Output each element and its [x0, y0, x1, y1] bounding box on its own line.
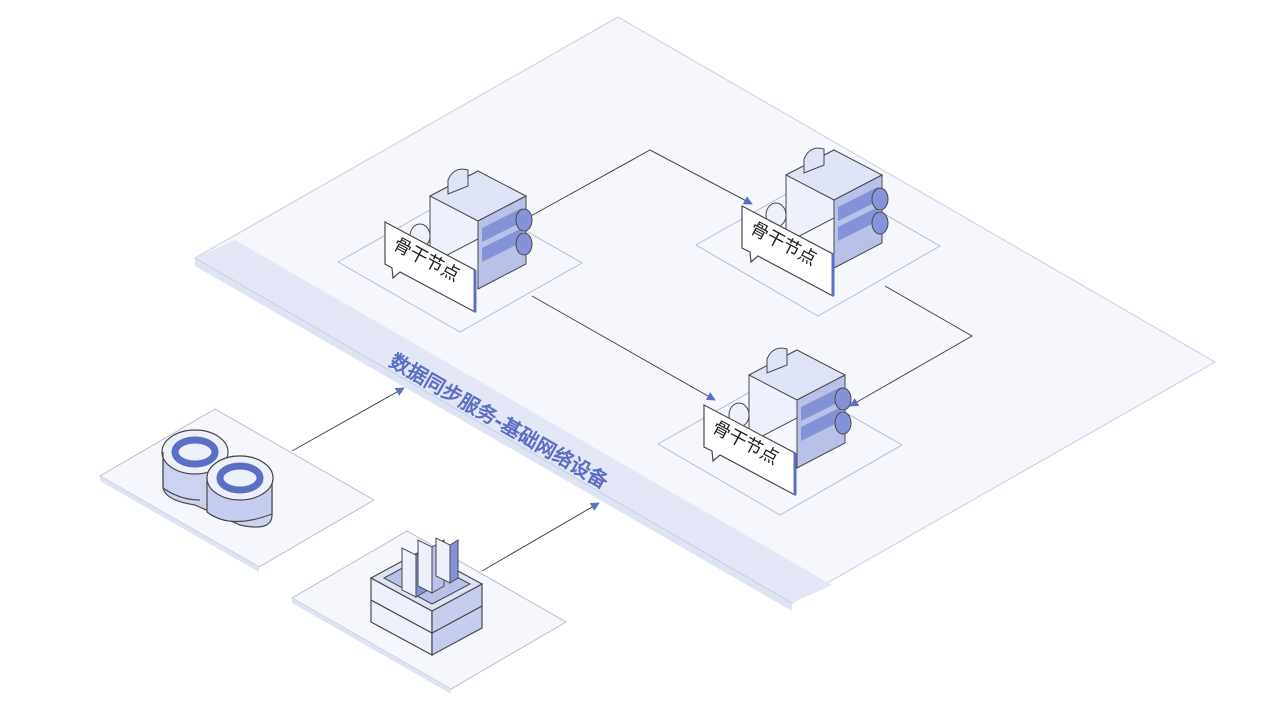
link-node1-node2 — [519, 149, 753, 223]
link-node1-node3 — [531, 295, 716, 401]
building-box-icon — [369, 537, 484, 657]
link-source1-platform — [291, 387, 405, 452]
infinity-ring-icon — [161, 429, 274, 528]
link-source2-platform — [481, 502, 600, 572]
link-node2-node3 — [849, 285, 974, 407]
source-infinity[interactable] — [99, 387, 405, 572]
backbone-node-2[interactable]: 骨干节点 — [694, 147, 942, 317]
connections — [519, 149, 974, 407]
source-building[interactable] — [291, 502, 600, 694]
platform: 数据同步服务-基础网络设备 — [193, 16, 1217, 611]
backbone-node-3[interactable]: 骨干节点 — [656, 347, 904, 516]
backbone-node-1[interactable]: 骨干节点 — [336, 168, 584, 333]
